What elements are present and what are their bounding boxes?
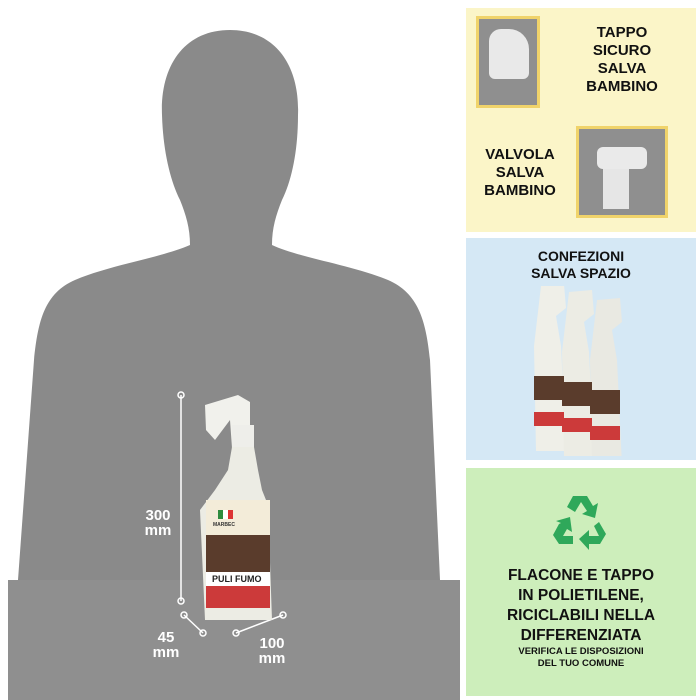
stacked-bottles-image xyxy=(534,286,622,456)
recycle-icon xyxy=(553,496,606,550)
valve-image xyxy=(576,126,668,218)
cap-image xyxy=(476,16,540,108)
product-bottle xyxy=(200,395,272,620)
dimension-lines xyxy=(177,391,287,637)
person-silhouette xyxy=(8,30,460,700)
product-name: PULI FUMO xyxy=(212,574,262,584)
brand-label: MARBEC xyxy=(213,522,235,528)
